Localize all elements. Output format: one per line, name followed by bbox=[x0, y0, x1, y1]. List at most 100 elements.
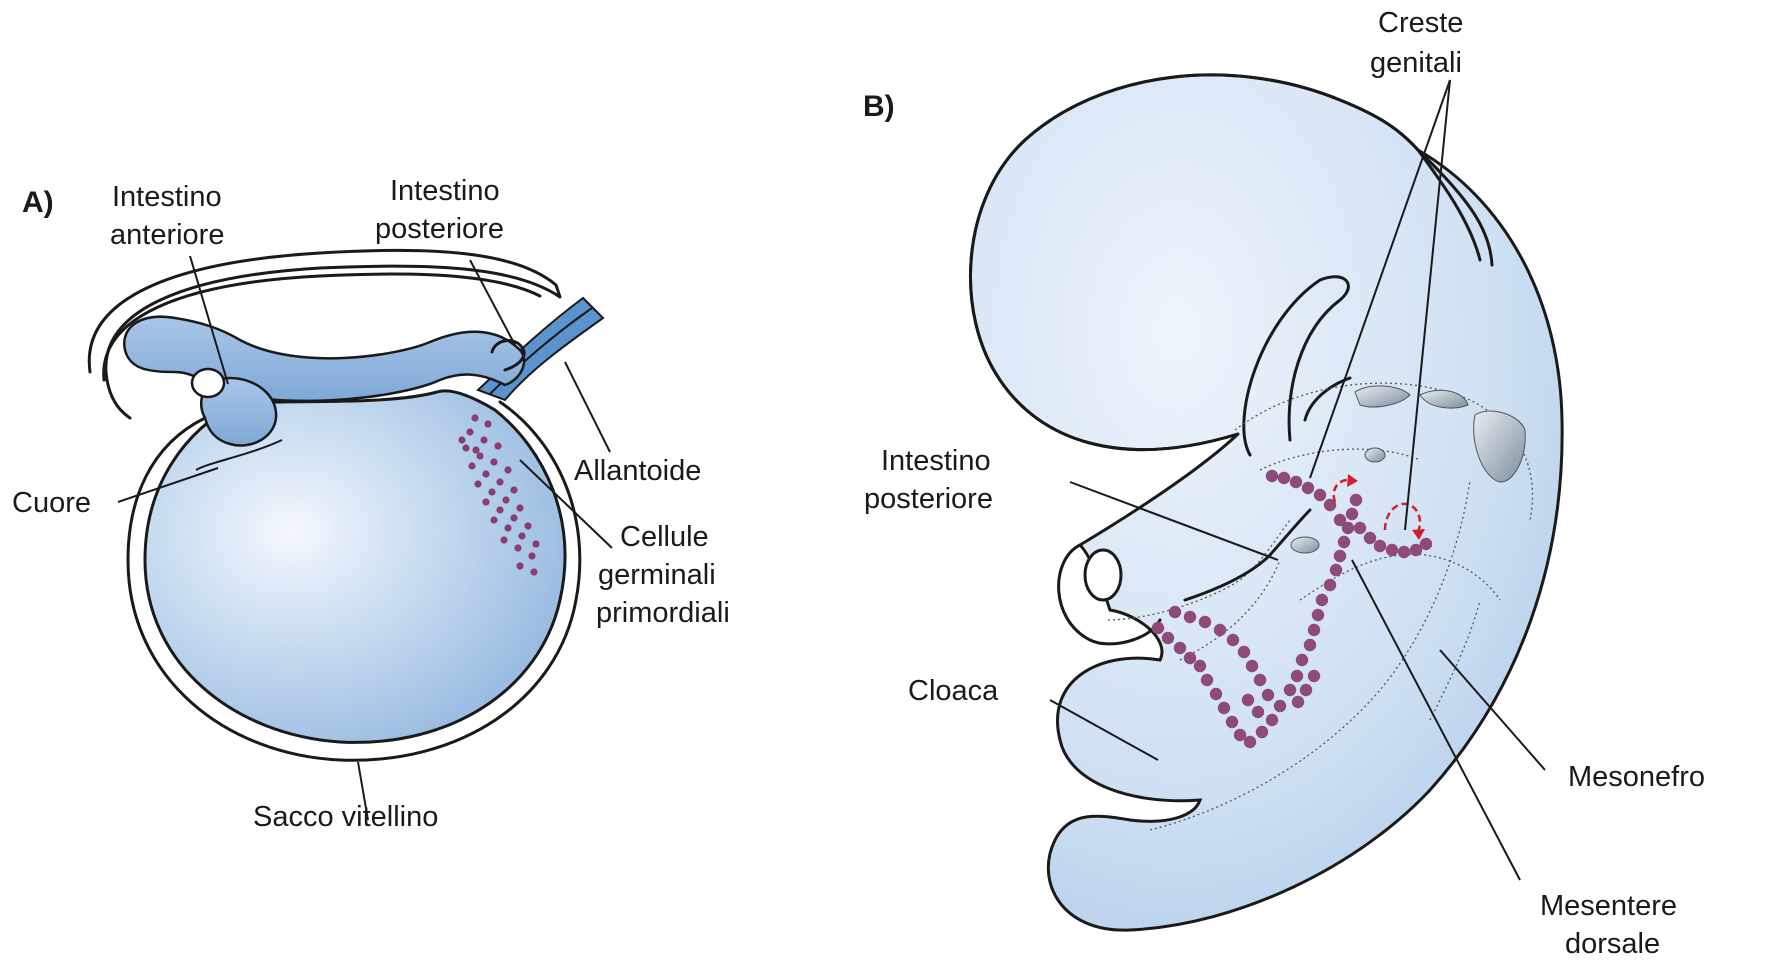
label-creste-2: genitali bbox=[1370, 47, 1462, 79]
germ-cell-dot bbox=[1238, 646, 1250, 658]
panel-a: A) Intestino anteriore Intestino posteri… bbox=[12, 175, 730, 833]
germ-cell-dot bbox=[482, 470, 489, 477]
label-cellule-2: germinali bbox=[598, 559, 716, 591]
germ-cell-dot bbox=[504, 524, 511, 531]
germ-cell-dot bbox=[516, 562, 523, 569]
label-sacco-vitellino: Sacco vitellino bbox=[253, 801, 438, 833]
label-intestino-anteriore-2: anteriore bbox=[110, 219, 224, 251]
germ-cell-dot bbox=[1334, 514, 1346, 526]
label-intestino-anteriore-1: Intestino bbox=[112, 181, 222, 213]
germ-cell-dot bbox=[1274, 700, 1286, 712]
germ-cell-dot bbox=[1254, 674, 1266, 686]
germ-cell-dot bbox=[1278, 472, 1290, 484]
germ-cell-dot bbox=[516, 504, 523, 511]
germ-cell-dot bbox=[1266, 714, 1278, 726]
germ-cell-dot bbox=[1346, 508, 1358, 520]
label-intestino-posteriore-b-1: Intestino bbox=[881, 445, 991, 477]
germ-cell-dot bbox=[494, 442, 501, 449]
germ-cell-dot bbox=[524, 522, 531, 529]
germ-cell-dot bbox=[482, 498, 489, 505]
yolk-sac bbox=[145, 391, 565, 743]
germ-cell-dot bbox=[1184, 611, 1196, 623]
pericardial-cavity bbox=[192, 369, 224, 397]
germ-cell-dot bbox=[1296, 654, 1308, 666]
label-cellule-1: Cellule bbox=[620, 521, 709, 553]
label-intestino-posteriore-1: Intestino bbox=[390, 175, 500, 207]
panel-b: B) Creste genitali Intestino posteriore … bbox=[863, 7, 1705, 960]
germ-cell-dot bbox=[1312, 609, 1324, 621]
germ-cell-dot bbox=[1338, 536, 1350, 548]
embryo-body bbox=[970, 75, 1562, 930]
germ-cell-dot bbox=[1354, 522, 1366, 534]
germ-cell-dot bbox=[496, 506, 503, 513]
germ-cell-dot bbox=[502, 496, 509, 503]
germ-cell-dot bbox=[488, 488, 495, 495]
germ-cell-dot bbox=[1300, 684, 1312, 696]
germ-cell-dot bbox=[1169, 606, 1181, 618]
germ-cell-dot bbox=[510, 514, 517, 521]
germ-cell-dot bbox=[1214, 624, 1226, 636]
germ-cell-dot bbox=[474, 480, 481, 487]
germ-cell-dot bbox=[1290, 476, 1302, 488]
germ-cell-dot bbox=[1262, 689, 1274, 701]
germ-cell-dot bbox=[462, 444, 469, 451]
germ-cell-dot bbox=[1227, 634, 1239, 646]
germ-cell-dot bbox=[1152, 622, 1164, 634]
germ-cell-dot bbox=[532, 540, 539, 547]
cloaca-opening bbox=[1085, 550, 1121, 600]
germ-cell-dot bbox=[510, 486, 517, 493]
germ-cell-dot bbox=[1284, 684, 1296, 696]
germ-cell-dot bbox=[490, 516, 497, 523]
germ-cell-dot bbox=[1350, 494, 1362, 506]
panel-b-letter: B) bbox=[863, 90, 895, 123]
germ-cell-dot bbox=[1291, 670, 1303, 682]
label-mesonefro: Mesonefro bbox=[1568, 761, 1705, 793]
germ-cell-dot bbox=[458, 436, 465, 443]
germ-cell-dot bbox=[484, 420, 491, 427]
germ-cell-dot bbox=[1199, 616, 1211, 628]
germ-cell-dot bbox=[1302, 482, 1314, 494]
germ-cell-dot bbox=[1316, 594, 1328, 606]
mesonephros-shading-4 bbox=[1365, 448, 1385, 462]
germ-cell-dot bbox=[1374, 540, 1386, 552]
germ-cell-dot bbox=[1364, 532, 1376, 544]
label-creste-1: Creste bbox=[1378, 7, 1463, 39]
germ-cell-dot bbox=[1252, 706, 1264, 718]
germ-cell-dot bbox=[1292, 696, 1304, 708]
germ-cell-dot bbox=[1256, 726, 1268, 738]
label-cellule-3: primordiali bbox=[596, 597, 730, 629]
germ-cell-dot bbox=[1226, 716, 1238, 728]
germ-cell-dot bbox=[1398, 546, 1410, 558]
panel-a-letter: A) bbox=[22, 186, 54, 219]
germ-cell-dot bbox=[1330, 564, 1342, 576]
label-intestino-posteriore-2: posteriore bbox=[375, 213, 504, 245]
germ-cell-dot bbox=[1218, 702, 1230, 714]
germ-cell-dot bbox=[1420, 538, 1432, 550]
mesonephros-shading-5 bbox=[1291, 537, 1319, 553]
germ-cell-dot bbox=[1210, 688, 1222, 700]
label-allantoide: Allantoide bbox=[574, 455, 701, 487]
germ-cell-dot bbox=[472, 446, 479, 453]
germ-cell-dot bbox=[1174, 642, 1186, 654]
germ-cell-dot bbox=[1334, 550, 1346, 562]
germ-cell-dot bbox=[514, 544, 521, 551]
germ-cell-dot bbox=[471, 414, 478, 421]
germ-cell-dot bbox=[528, 552, 535, 559]
germ-cell-dot bbox=[1242, 694, 1254, 706]
germ-cell-dot bbox=[466, 428, 473, 435]
germ-cell-dot bbox=[468, 462, 475, 469]
gut-tube bbox=[124, 317, 524, 401]
germ-cell-dot bbox=[1234, 729, 1246, 741]
germ-cell-dot bbox=[496, 478, 503, 485]
germ-cell-dot bbox=[1201, 674, 1213, 686]
label-cloaca: Cloaca bbox=[908, 675, 999, 707]
germ-cell-dot bbox=[530, 568, 537, 575]
germ-cell-dot bbox=[490, 458, 497, 465]
label-mesentere-1: Mesentere bbox=[1540, 890, 1677, 922]
germ-cell-dot bbox=[480, 436, 487, 443]
germ-cell-dot bbox=[1266, 470, 1278, 482]
germ-cell-dot bbox=[1246, 660, 1258, 672]
germ-cell-dot bbox=[1194, 660, 1206, 672]
germ-cell-dot bbox=[1314, 489, 1326, 501]
